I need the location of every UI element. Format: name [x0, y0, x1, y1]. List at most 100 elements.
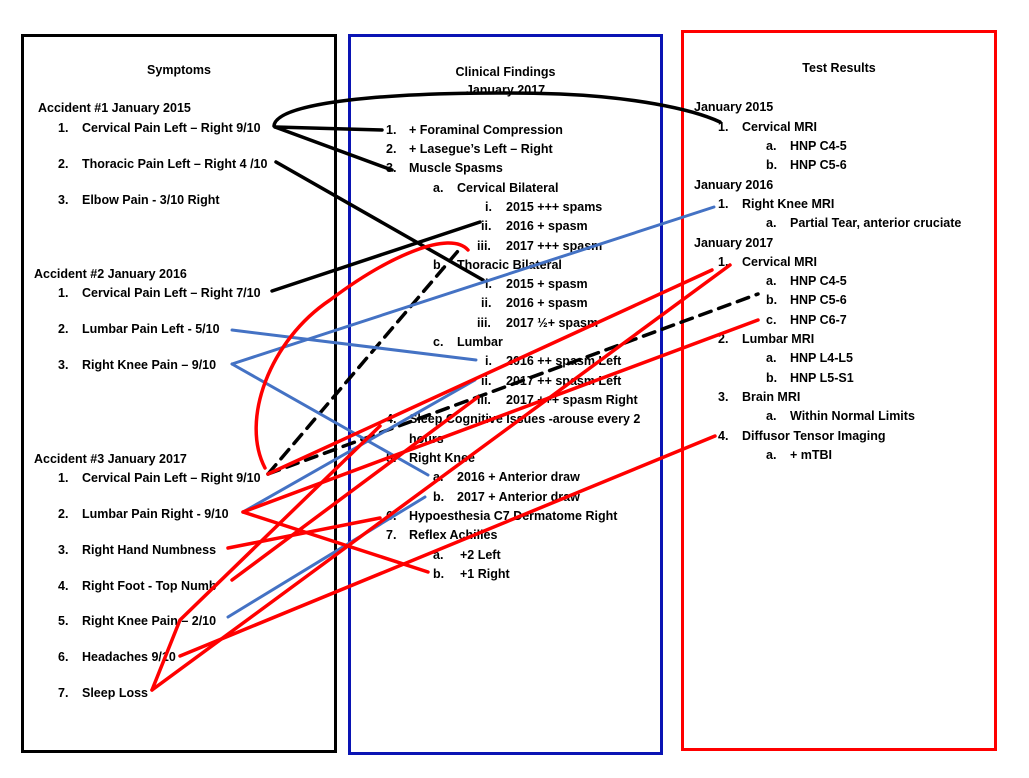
result-text: January 2016 [694, 178, 774, 192]
result-text: Right Knee MRI [742, 197, 835, 211]
result-text: Brain MRI [742, 390, 801, 404]
finding-text: Cervical Bilateral [457, 181, 559, 195]
result-text: HNP C5-6 [790, 293, 847, 307]
finding-num: 1. [386, 123, 397, 137]
connector-line [230, 205, 716, 366]
accident2-heading: Accident #2 January 2016 [34, 267, 187, 281]
finding-num: a. [433, 181, 444, 195]
result-text: HNP C6-7 [790, 313, 847, 327]
symptom-text: Right Foot - Top Numb [82, 579, 217, 593]
connector-line [226, 516, 382, 550]
symptom-text: Lumbar Pain Right - 9/10 [82, 507, 229, 521]
result-text: Cervical MRI [742, 120, 818, 134]
connector-line [178, 434, 717, 658]
result-num: a. [766, 409, 777, 423]
result-text: Cervical MRI [742, 255, 818, 269]
result-num: 1. [718, 255, 729, 269]
connector-line [230, 328, 478, 362]
connector-line [241, 318, 760, 514]
red-connectors [150, 241, 760, 692]
symptom-num: 1. [58, 471, 69, 485]
symptom-num: 7. [58, 686, 69, 700]
symptom-text: Thoracic Pain Left – Right 4 /10 [82, 157, 268, 171]
connector-line [270, 220, 482, 293]
finding-text: 2016 + Anterior draw [457, 470, 580, 484]
finding-text: + Lasegue’s Left – Right [409, 142, 553, 156]
finding-num: b. [433, 258, 445, 272]
finding-text: Hypoesthesia C7 Dermatome Right [409, 509, 618, 523]
result-num: 2. [718, 332, 729, 346]
result-text: + mTBI [790, 448, 833, 462]
finding-num: i. [485, 200, 492, 214]
result-num: b. [766, 293, 778, 307]
result-text: Within Normal Limits [790, 409, 915, 423]
symptom-num: 2. [58, 507, 69, 521]
findings-title: Clinical Findings [455, 65, 556, 79]
finding-text: Sleep Cognitive Issues -arouse every 2 [409, 412, 641, 426]
finding-num: 7. [386, 528, 397, 542]
symptom-text: Cervical Pain Left – Right 9/10 [82, 121, 261, 135]
blue-connectors [226, 205, 716, 619]
clinical-findings-panel [348, 34, 663, 755]
symptom-num: 3. [58, 358, 69, 372]
finding-text: + Foraminal Compression [409, 123, 563, 137]
result-num: a. [766, 448, 777, 462]
connector-line [226, 495, 427, 619]
finding-num: a. [433, 548, 444, 562]
finding-text: 2017 ½+ spasm [506, 316, 599, 330]
result-num: b. [766, 158, 778, 172]
result-num: b. [766, 371, 778, 385]
symptom-num: 6. [58, 650, 69, 664]
result-text: January 2017 [694, 236, 774, 250]
connector-line [150, 263, 732, 692]
finding-text: Right Knee [409, 451, 475, 465]
connector-line [272, 91, 722, 128]
finding-text: Muscle Spasms [409, 161, 503, 175]
finding-num: b. [433, 490, 445, 504]
result-num: 4. [718, 429, 729, 443]
result-num: a. [766, 139, 777, 153]
finding-num: ii. [481, 296, 492, 310]
finding-text: 2016 + spasm [506, 219, 588, 233]
test-results-panel [681, 30, 997, 751]
finding-text: 2017 +++ spasm [506, 239, 603, 253]
symptom-num: 2. [58, 322, 69, 336]
symptom-num: 2. [58, 157, 69, 171]
symptom-text: Right Knee Pain – 9/10 [82, 358, 217, 372]
results-title: Test Results [802, 61, 876, 75]
result-text: HNP C5-6 [790, 158, 847, 172]
connector-line [266, 249, 460, 476]
result-num: a. [766, 216, 777, 230]
finding-text: 2015 + spasm [506, 277, 588, 291]
symptom-text: Headaches 9/10 [82, 650, 176, 664]
symptom-text: Cervical Pain Left – Right 9/10 [82, 471, 261, 485]
symptom-text: Lumbar Pain Left - 5/10 [82, 322, 220, 336]
symptom-num: 4. [58, 579, 69, 593]
connector-line [150, 424, 382, 692]
finding-num: b. [433, 567, 445, 581]
connector-line [230, 395, 480, 582]
connector-line [273, 125, 384, 132]
finding-num: i. [485, 354, 492, 368]
connector-line [274, 160, 485, 282]
accident1-heading: Accident #1 January 2015 [38, 101, 191, 115]
symptom-text: Sleep Loss [82, 686, 148, 700]
symptom-text: Elbow Pain - 3/10 Right [82, 193, 220, 207]
finding-num: iii. [477, 239, 491, 253]
result-num: 1. [718, 197, 729, 211]
finding-text: Lumbar [457, 335, 503, 349]
symptoms-title: Symptoms [147, 63, 211, 77]
symptom-text: Right Hand Numbness [82, 543, 217, 557]
result-text: HNP C4-5 [790, 274, 847, 288]
symptom-text: Cervical Pain Left – Right 7/10 [82, 286, 261, 300]
result-text: HNP C4-5 [790, 139, 847, 153]
symptom-num: 3. [58, 193, 69, 207]
finding-num: ii. [481, 374, 492, 388]
finding-num: i. [485, 277, 492, 291]
finding-num: a. [433, 470, 444, 484]
finding-num: iii. [477, 316, 491, 330]
connector-line [266, 292, 760, 476]
finding-num: 2. [386, 142, 397, 156]
